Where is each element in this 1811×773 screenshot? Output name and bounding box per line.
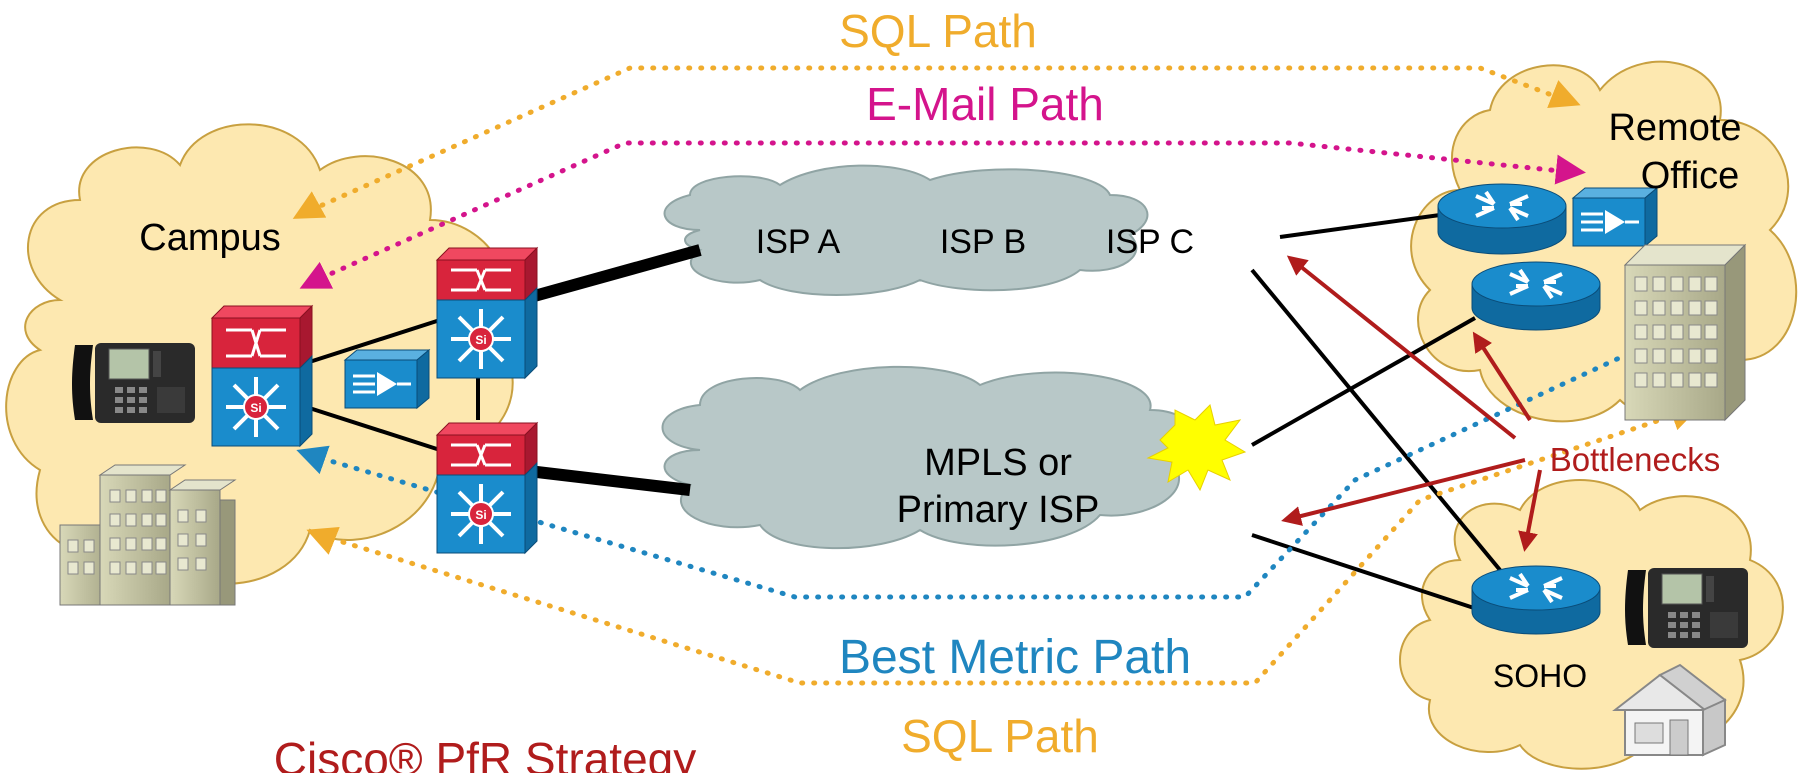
router-icon: [1437, 183, 1567, 255]
router-icon: [1471, 565, 1601, 635]
layer3-switch-icon: Si: [435, 246, 539, 380]
strategy-title: Cisco® PfR Strategy: [274, 733, 696, 773]
sql-path-top-line: [292, 65, 1581, 219]
soho-label: SOHO: [1493, 658, 1587, 694]
ip-phone-icon: [72, 343, 195, 423]
ip-phone-icon: [1625, 568, 1748, 648]
campus-label: Campus: [139, 217, 281, 259]
office-building-icon: [1623, 243, 1747, 422]
load-balancer-icon: [343, 348, 431, 410]
svg-text:Si: Si: [250, 401, 261, 415]
wan-links: [299, 213, 1502, 612]
email-path-label: E-Mail Path: [866, 78, 1104, 130]
mpls-label-line2: Primary ISP: [897, 489, 1100, 531]
router-icon: [1471, 261, 1601, 331]
office-building-icon: [59, 464, 237, 606]
isp-a-label: ISP A: [756, 223, 841, 261]
svg-text:Si: Si: [475, 508, 486, 522]
house-icon: [1612, 663, 1727, 757]
best-metric-path-label: Best Metric Path: [839, 631, 1191, 684]
remote-office-label-line2: Office: [1641, 155, 1740, 197]
layer3-switch-icon: Si: [435, 421, 539, 555]
mpls-label-line1: MPLS or: [924, 442, 1072, 484]
burst-icon: [1146, 404, 1247, 492]
svg-text:Si: Si: [475, 333, 486, 347]
isp-c-label: ISP C: [1106, 223, 1194, 261]
bottlenecks-label: Bottlenecks: [1550, 441, 1721, 478]
isp-b-label: ISP B: [940, 223, 1026, 261]
sql-path-bottom-label: SQL Path: [901, 710, 1099, 762]
layer3-switch-icon: Si: [210, 304, 314, 448]
isp-cloud-top: [663, 164, 1149, 296]
remote-office-label-line1: Remote: [1608, 107, 1741, 149]
load-balancer-icon: [1571, 186, 1659, 248]
email-path-line: [299, 140, 1586, 289]
sql-path-top-label: SQL Path: [839, 5, 1037, 57]
bottleneck-arrows: [1281, 255, 1542, 552]
